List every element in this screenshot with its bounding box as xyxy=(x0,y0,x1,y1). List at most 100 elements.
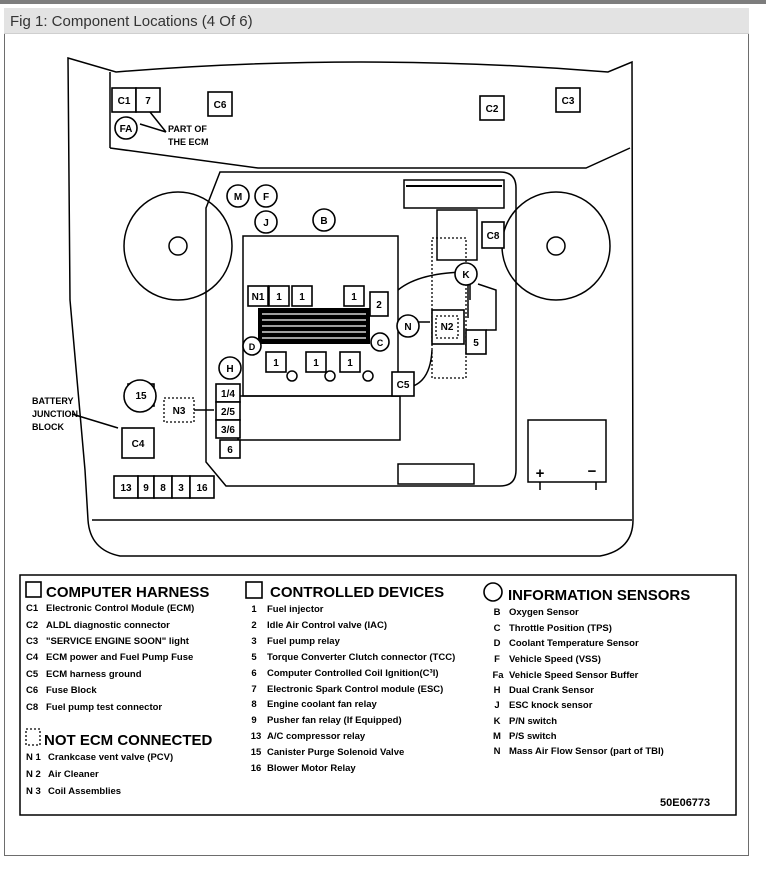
legend-harness-title: COMPUTER HARNESS xyxy=(46,584,209,601)
code-2: 2 xyxy=(376,300,382,311)
code-7: 7 xyxy=(145,96,151,107)
code-9: 9 xyxy=(143,483,149,494)
legend-item-text: Blower Motor Relay xyxy=(267,763,356,774)
legend-item-text: Idle Air Control valve (IAC) xyxy=(267,620,387,631)
code-box-l1c xyxy=(339,351,361,373)
code-l1c: 1 xyxy=(347,358,353,369)
legend-devices-list: 1 Fuel injector 2 Idle Air Control valve… xyxy=(251,604,456,774)
legend-harness-list: C1 Electronic Control Module (ECM) C2 AL… xyxy=(26,603,194,713)
legend-item-code: 6 xyxy=(251,668,256,679)
strut-tower-left xyxy=(123,191,233,301)
legend-item-code: 5 xyxy=(251,652,257,663)
code-circle-n xyxy=(396,314,420,338)
code-n3: N3 xyxy=(173,406,186,417)
legend-item-code: H xyxy=(494,685,501,696)
code-circle-f xyxy=(254,184,278,208)
code-box-1b xyxy=(291,285,313,307)
code-c: C xyxy=(377,338,384,348)
legend-item-text: Air Cleaner xyxy=(48,769,99,780)
spark-plug-1 xyxy=(286,370,298,382)
legend-item-code: N 1 xyxy=(26,752,42,763)
code-15: 15 xyxy=(135,391,147,402)
code-box-1c xyxy=(343,285,365,307)
legend-item-code: D xyxy=(494,638,501,649)
legend-item-code: 9 xyxy=(251,715,256,726)
legend-item-code: 16 xyxy=(251,763,262,774)
legend-item-text: Electronic Spark Control module (ESC) xyxy=(267,684,443,695)
legend-item-text: Throttle Position (TPS) xyxy=(509,623,612,634)
code-c5: C5 xyxy=(397,380,410,391)
code-h: H xyxy=(226,364,233,375)
code-box-7 xyxy=(135,87,161,113)
label-part-of: PART OF xyxy=(168,124,207,134)
code-1b: 1 xyxy=(299,292,305,303)
code-6: 6 xyxy=(227,445,233,456)
code-box-n1 xyxy=(247,285,269,307)
legend-item-code: C1 xyxy=(26,603,39,614)
legend-not-ecm-list: N 1 Crankcase vent valve (PCV) N 2 Air C… xyxy=(26,752,173,797)
vehicle-outline xyxy=(67,56,634,557)
legend-not-ecm-dashed-icon xyxy=(25,728,41,746)
legend-item-text: ALDL diagnostic connector xyxy=(46,620,170,631)
code-5: 5 xyxy=(473,338,479,349)
code-circle-m xyxy=(226,184,250,208)
legend-devices-title: CONTROLLED DEVICES xyxy=(270,584,444,601)
legend-item-text: Coolant Temperature Sensor xyxy=(509,638,639,649)
code-16: 16 xyxy=(196,483,208,494)
legend-item-code: N 2 xyxy=(26,769,41,780)
legend-box xyxy=(19,574,737,816)
air-filter-top xyxy=(403,179,505,209)
legend-item-code: C6 xyxy=(26,685,38,696)
legend-item-code: C8 xyxy=(26,702,38,713)
code-box-n2-inner xyxy=(435,315,459,339)
code-c1: C1 xyxy=(118,96,131,107)
spark-plug-2 xyxy=(324,370,336,382)
legend-item-text: ECM harness ground xyxy=(46,669,142,680)
legend-item-code: K xyxy=(494,716,501,727)
legend-item-text: Fuse Block xyxy=(46,685,97,696)
code-n: N xyxy=(404,322,411,333)
label-block: BLOCK xyxy=(32,422,64,432)
legend-item-text: ECM power and Fuel Pump Fuse xyxy=(46,652,193,663)
code-k: K xyxy=(462,270,470,281)
legend-devices-square-icon xyxy=(245,581,263,599)
cowl-line xyxy=(109,147,631,169)
code-c2: C2 xyxy=(486,104,499,115)
legend-item-text: Fuel injector xyxy=(267,604,324,615)
label-junction: JUNCTION xyxy=(32,409,78,419)
battery xyxy=(527,419,607,483)
legend-sensors-list: B Oxygen Sensor C Throttle Position (TPS… xyxy=(492,607,663,757)
bottom-component xyxy=(397,463,475,485)
legend-sensors-title: INFORMATION SENSORS xyxy=(508,587,690,604)
code-box-5 xyxy=(465,329,487,355)
code-f: F xyxy=(263,192,269,203)
code-circle-15-outer xyxy=(123,379,157,413)
code-c8: C8 xyxy=(487,231,500,242)
code-c3: C3 xyxy=(562,96,575,107)
code-box-c3 xyxy=(555,87,581,113)
legend-item-code: N xyxy=(494,746,501,757)
battery-terminals xyxy=(539,482,597,490)
legend-item-text: Canister Purge Solenoid Valve xyxy=(267,747,404,758)
n2-dashed-rect xyxy=(431,237,467,379)
code-circle-k xyxy=(454,262,478,286)
code-n2: N2 xyxy=(441,322,454,333)
code-box-c5 xyxy=(391,371,415,397)
code-box-c1 xyxy=(111,87,137,113)
figure-caption: Fig 1: Component Locations (4 Of 6) xyxy=(10,13,253,30)
legend-item-code: J xyxy=(494,700,499,711)
code-l1a: 1 xyxy=(273,358,279,369)
legend-item-code: C3 xyxy=(26,636,38,647)
code-circle-d xyxy=(242,336,262,356)
code-box-l1b xyxy=(305,351,327,373)
legend-item-text: Computer Controlled Coil Ignition(C³I) xyxy=(267,668,439,679)
legend-item-code: F xyxy=(494,654,500,665)
legend-item-code: B xyxy=(494,607,501,618)
code-fa: FA xyxy=(120,124,133,135)
legend-item-text: Electronic Control Module (ECM) xyxy=(46,603,194,614)
code-1-4: 1/4 xyxy=(221,389,235,400)
legend-item-text: Pusher fan relay (If Equipped) xyxy=(267,715,402,726)
code-labels: C1 7 FA C6 C2 C3 M F J B C8 K N1 1 1 1 2… xyxy=(118,96,575,494)
code-box-c8 xyxy=(481,221,505,249)
